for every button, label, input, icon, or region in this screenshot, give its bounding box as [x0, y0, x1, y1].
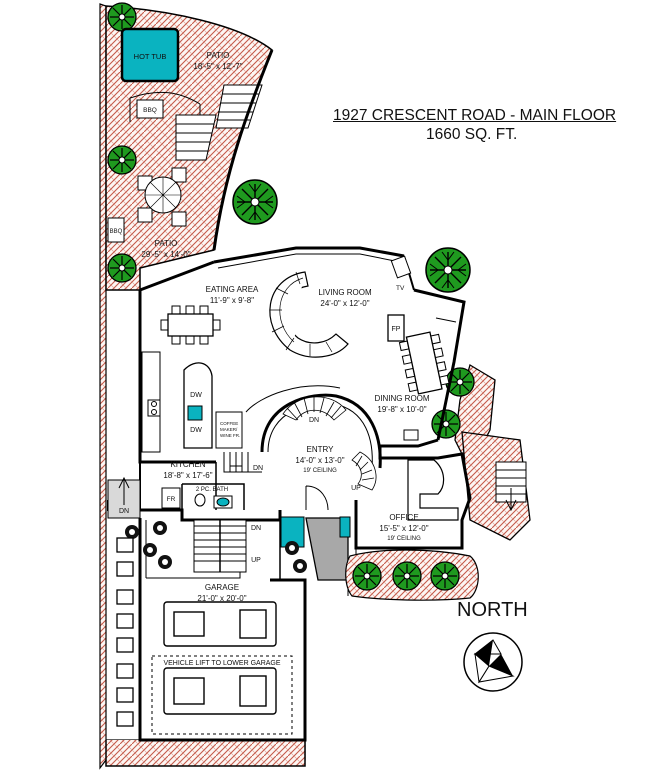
- fireplace: [387, 314, 405, 342]
- tree-icon: [107, 145, 137, 175]
- bbq-grill: [107, 217, 125, 243]
- kitchen-stair: [223, 452, 262, 473]
- tv-label: TV: [396, 285, 405, 292]
- tree-icon: [431, 409, 461, 439]
- hot-tub-label: HOT TUB: [134, 52, 167, 61]
- room-name-kitchen: KITCHEN: [170, 460, 205, 469]
- bbq-label: BBQ: [143, 107, 157, 114]
- dishwasher-label: DW: [190, 392, 202, 399]
- room-name-patio-upper: PATIO: [207, 51, 230, 60]
- coffee-label-2: MAKER/: [220, 427, 238, 432]
- patio-table: [137, 167, 187, 227]
- office-desk: [407, 459, 459, 521]
- shrub-icon: [293, 559, 307, 573]
- entry-curved-stair: [282, 396, 377, 491]
- water-feature: [339, 516, 351, 538]
- house-walls: [107, 246, 472, 742]
- stair-dn-label: DN: [253, 465, 263, 472]
- room-name-office: OFFICE: [389, 513, 418, 522]
- room-name-eating: EATING AREA: [206, 285, 259, 294]
- garage-stair: [193, 519, 247, 573]
- bbq-label: BBQ: [110, 229, 123, 235]
- room-dims-patio-lower: 29'-5" x 14'-0": [141, 250, 190, 259]
- exterior-stair-east: [495, 461, 527, 512]
- patio-stairs: [175, 84, 263, 161]
- stair-dn-label: DN: [309, 417, 319, 424]
- room-name-living: LIVING ROOM: [318, 288, 372, 297]
- eating-table: [160, 305, 221, 345]
- tree-icon: [425, 247, 471, 293]
- room-dims-entry: 14'-0" x 13'-0": [295, 456, 344, 465]
- tv-stand: [390, 255, 412, 279]
- shrub-icon: [143, 543, 157, 557]
- shrub-icon: [125, 525, 139, 539]
- kitchen-counters: [141, 351, 213, 453]
- room-dims-office: 15'-5" x 12'-0": [379, 524, 428, 533]
- toilet: [194, 493, 206, 507]
- tree-icon: [232, 179, 278, 225]
- vehicle-lift-label: VEHICLE LIFT TO LOWER GARAGE: [163, 660, 280, 667]
- dishwasher-label: DW: [190, 427, 202, 434]
- tree-icon: [107, 253, 137, 283]
- coffee-label-1: COFFEE: [220, 421, 238, 426]
- fireplace-label: FP: [392, 326, 401, 333]
- hot-tub: [120, 27, 180, 83]
- tree-icon: [352, 561, 382, 591]
- bath-label: 2 PC. BATH: [196, 487, 228, 493]
- shrub-icon: [158, 555, 172, 569]
- room-name-patio-lower: PATIO: [155, 239, 178, 248]
- north-label: NORTH: [457, 599, 528, 621]
- dining-table: [398, 331, 450, 395]
- bbq-grill: [136, 99, 164, 119]
- stepping-stones: [116, 537, 134, 727]
- room-dims-dining: 19'-8" x 10'-0": [377, 405, 426, 414]
- sectional-sofa: [269, 271, 349, 358]
- room-dims-garage: 21'-0" x 20'-0": [197, 594, 246, 603]
- car-lower: [163, 667, 277, 715]
- stair-dn-label: DN: [251, 525, 261, 532]
- bath-sink: [216, 497, 230, 507]
- room-dims-eating: 11'-9" x 9'-8": [210, 296, 254, 305]
- floor-area: 1660 SQ. FT.: [426, 126, 518, 143]
- north-arrow-icon: [463, 632, 523, 692]
- tree-icon: [430, 561, 460, 591]
- room-dims-living: 24'-0" x 12'-0": [320, 299, 369, 308]
- tree-icon: [107, 2, 137, 32]
- car-upper: [163, 601, 277, 647]
- tree-icon: [392, 561, 422, 591]
- room-name-garage: GARAGE: [205, 583, 239, 592]
- room-note-entry: 19' CEILING: [303, 468, 337, 474]
- fridge-label: FR: [167, 496, 176, 503]
- room-name-entry: ENTRY: [307, 445, 335, 454]
- stair-up-label: UP: [351, 485, 361, 492]
- entry-door: [305, 485, 329, 511]
- dining-buffet: [403, 429, 419, 441]
- room-name-dining: DINING ROOM: [374, 394, 429, 403]
- shrub-icon: [285, 541, 299, 555]
- shrub-icon: [153, 521, 167, 535]
- vehicle-lift: [151, 655, 293, 735]
- room-dims-patio-upper: 18'-5" x 12'-7": [193, 62, 242, 71]
- fridge: [161, 487, 181, 509]
- stair-dn-label: DN: [119, 508, 129, 515]
- brick-walk-south: [105, 740, 306, 767]
- room-dims-kitchen: 18'-8" x 17'-6": [163, 471, 212, 480]
- stair-up-label: UP: [251, 557, 261, 564]
- coffee-label-3: WINE FR.: [220, 433, 240, 438]
- room-note-office: 19' CEILING: [387, 536, 421, 542]
- coffee-station: [215, 411, 243, 449]
- plan-title: 1927 CRESCENT ROAD - MAIN FLOOR: [333, 107, 617, 124]
